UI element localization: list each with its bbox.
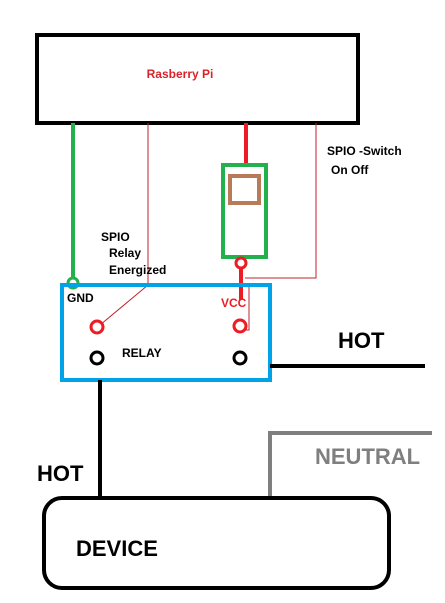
relay-box bbox=[60, 283, 272, 382]
neutral-label: NEUTRAL bbox=[315, 444, 420, 469]
device-box bbox=[42, 496, 391, 590]
neutral-line bbox=[268, 431, 432, 498]
spio-relay-label-1: SPIO bbox=[101, 230, 130, 244]
spio-switch-label-2: On Off bbox=[331, 163, 369, 177]
gnd-label: GND bbox=[67, 291, 94, 305]
hot-left-label: HOT bbox=[37, 461, 84, 486]
switch-button bbox=[228, 174, 261, 205]
spio-switch-label-1: SPIO -Switch bbox=[327, 144, 402, 158]
relay-right-black-terminal bbox=[232, 350, 248, 366]
relay-left-red-terminal bbox=[89, 319, 105, 335]
spio-switch-wire bbox=[245, 123, 317, 279]
relay-left-black-terminal bbox=[89, 350, 105, 366]
relay-label: RELAY bbox=[122, 346, 162, 360]
spio-relay-label-2: Relay bbox=[109, 246, 141, 260]
spio-relay-label-3: Energized bbox=[109, 263, 166, 277]
relay-right-red-terminal bbox=[232, 318, 248, 334]
raspberry-pi-label: Rasberry Pi bbox=[147, 67, 214, 81]
hot-right-label: HOT bbox=[338, 328, 385, 353]
device-label: DEVICE bbox=[76, 536, 158, 561]
spio-relay-wire bbox=[99, 123, 149, 326]
vcc-top-terminal bbox=[234, 256, 248, 270]
vcc-label: VCC bbox=[221, 296, 247, 310]
raspberry-pi-box bbox=[35, 33, 360, 125]
